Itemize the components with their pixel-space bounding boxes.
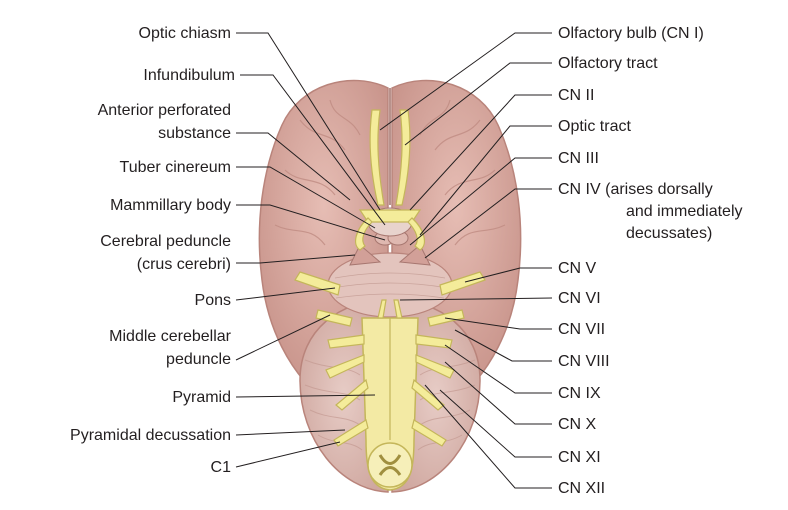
label-pyramid: Pyramid [172,389,231,406]
label-pyramidal-decussation: Pyramidal decussation [70,427,231,444]
label-middle-cerebellar-peduncle: Middle cerebellar peduncle [109,327,231,369]
label-cn-vi: CN VI [558,290,601,307]
label-optic-tract: Optic tract [558,118,631,135]
label-line: (crus cerebri) [136,256,231,273]
label-infundibulum: Infundibulum [143,67,235,84]
label-cn-ix: CN IX [558,385,601,402]
label-tuber-cinereum: Tuber cinereum [119,159,231,176]
label-cn-xi: CN XI [558,449,601,466]
label-line: substance [158,125,231,142]
label-cn-vii: CN VII [558,321,606,338]
label-cn-iii: CN III [558,150,599,167]
label-olfactory-tract: Olfactory tract [558,55,658,72]
label-cerebral-peduncle: Cerebral peduncle (crus cerebri) [100,232,231,274]
label-pons: Pons [194,292,231,309]
label-cn-viii: CN VIII [558,353,610,370]
label-cn-xii: CN XII [558,480,606,497]
medulla-and-spinal-cord [361,317,419,491]
label-line: and immediately [626,203,743,220]
label-optic-chiasm: Optic chiasm [138,25,231,42]
pons [327,252,453,318]
leader-lines [235,32,553,489]
label-line: CN IV (arises dorsally [558,181,713,198]
label-line: Middle cerebellar [109,328,231,345]
label-anterior-perforated-substance: Anterior perforated substance [98,101,231,143]
label-cn-x: CN X [558,416,597,433]
label-cn-ii: CN II [558,87,595,104]
label-line: peduncle [166,351,231,368]
label-olfactory-bulb: Olfactory bulb (CN I) [558,25,704,42]
label-line: decussates) [626,225,713,242]
label-line: Cerebral peduncle [100,233,231,250]
label-mammillary-body: Mammillary body [110,197,231,214]
label-cn-iv: CN IV (arises dorsally and immediately d… [558,180,743,243]
label-c1: C1 [210,459,231,476]
label-cn-v: CN V [558,260,597,277]
label-line: Anterior perforated [97,102,231,119]
